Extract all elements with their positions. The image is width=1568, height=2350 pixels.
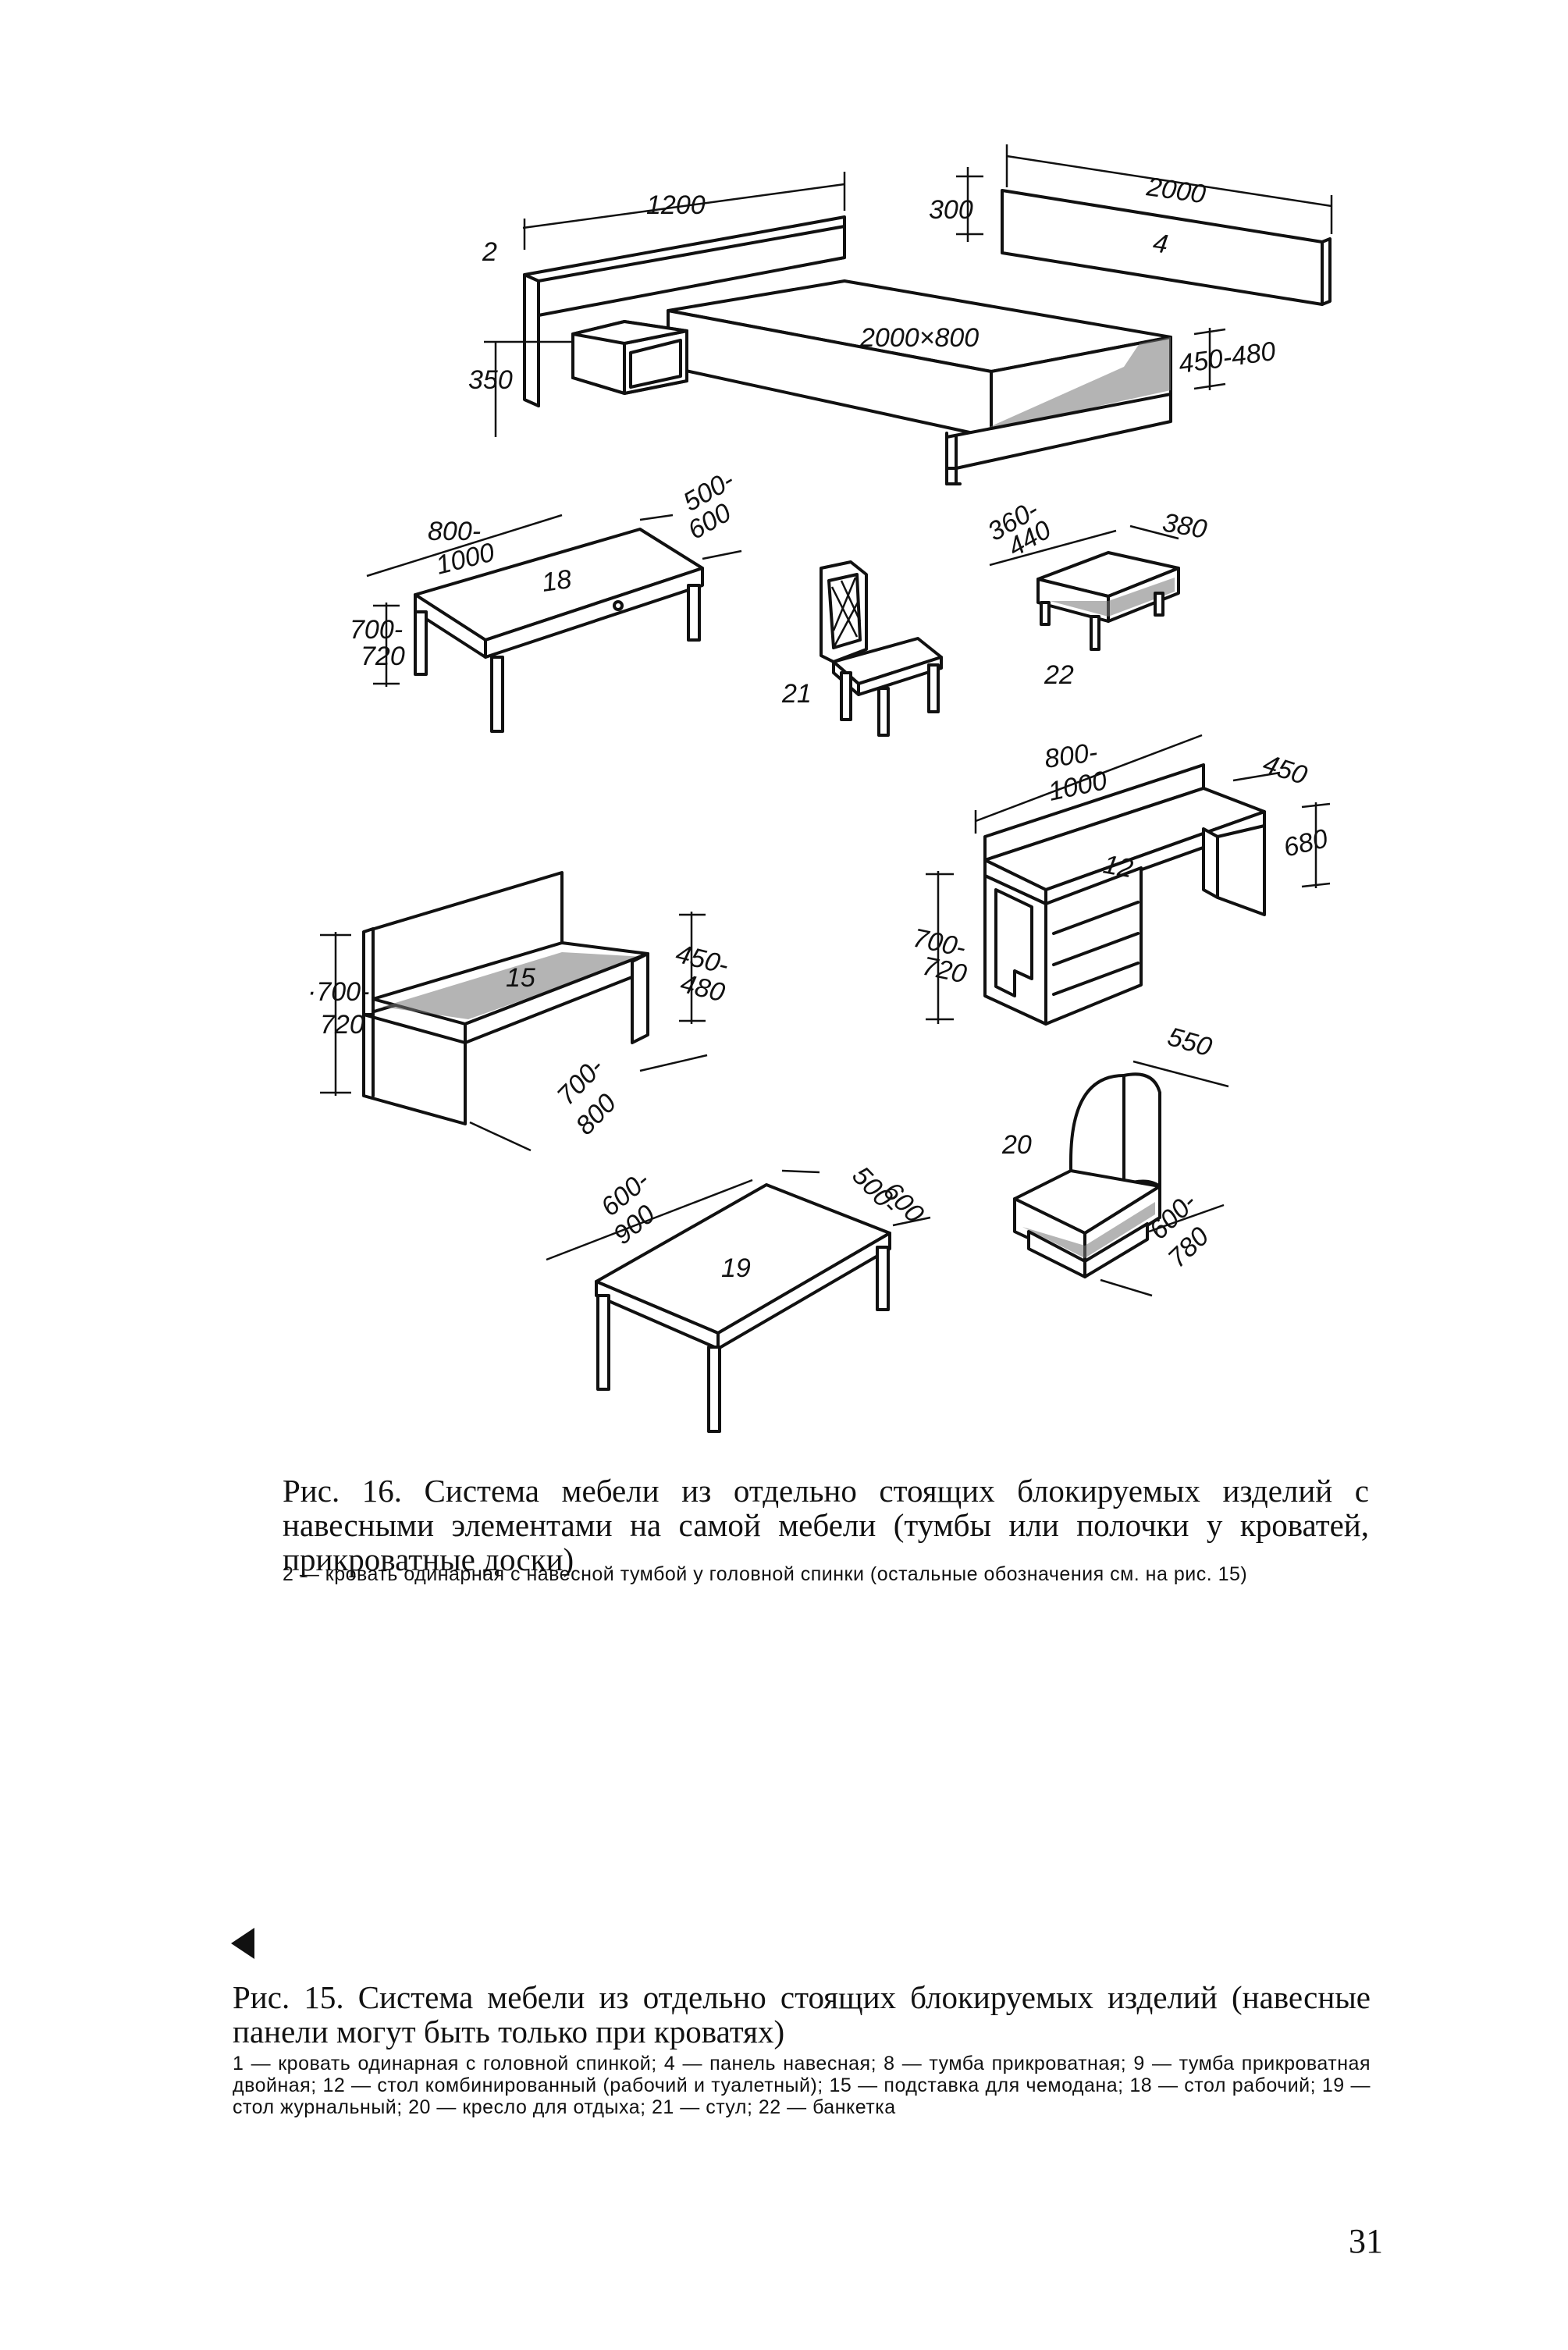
armchair-20-drawing [1013,1072,1161,1278]
bed-height-label: 450-480 [1177,336,1278,379]
left-arrow-icon [231,1928,254,1959]
bench-15-height-a: ·700- [308,977,369,1007]
armchair-width-label: 550 [1164,1022,1215,1062]
bed-drawing [523,215,1172,485]
bed-item-number: 2 [482,237,497,267]
desk-12-depth-label: 450 [1260,748,1311,791]
page-number: 31 [1349,2222,1383,2260]
figure-15-caption-note: 1 — кровать одинарная с головной спинкой… [233,2053,1371,2118]
desk-18-item-number: 18 [540,564,574,598]
desk-18-length-a: 800- [428,517,481,546]
bench-22-item-number: 22 [1044,660,1074,690]
armchair-item-number: 20 [1001,1130,1032,1160]
bench-22-drawing [1036,551,1180,651]
figure-16-caption-title: Рис. 16. Система мебели из отдельно стоя… [283,1473,1369,1577]
desk-12-item-number: 12 [1101,849,1136,883]
desk-12-drawing [983,763,1266,1026]
coffee-table-item-number: 19 [721,1253,751,1283]
panel-drawing [1001,189,1332,306]
bench-15-item-number: 15 [506,963,535,993]
bench-15-height-b: 720 [320,1010,364,1040]
desk-18-drawing [414,528,704,733]
bench-15-drawing [362,871,649,1125]
chair-21-drawing [820,560,943,737]
figure-16-caption-note: 2 — кровать одинарная с навесной тумбой … [283,1563,1248,1585]
desk-12-shelf-height-label: 680 [1281,823,1331,863]
panel-height-label: 300 [929,195,973,225]
furniture-system-drawing: 1200 2 350 2000×800 450-480 2000 4 300 8… [308,144,1333,1433]
bench-22-depth-label: 380 [1161,507,1210,544]
coffee-table-19-drawing [595,1183,891,1433]
desk-18-height-a: 700- [350,615,403,645]
bed-nightstand-height-label: 350 [468,365,513,395]
desk-18-height-b: 720 [361,642,405,671]
desk-12-length-a: 800- [1043,738,1100,774]
bed-headboard-length-label: 1200 [646,190,706,220]
bed-size-label: 2000×800 [859,323,979,353]
panel-length-label: 2000 [1144,172,1207,209]
figure-15-caption-title: Рис. 15. Система мебели из отдельно стоя… [233,1979,1371,2050]
chair-item-number: 21 [781,679,812,709]
